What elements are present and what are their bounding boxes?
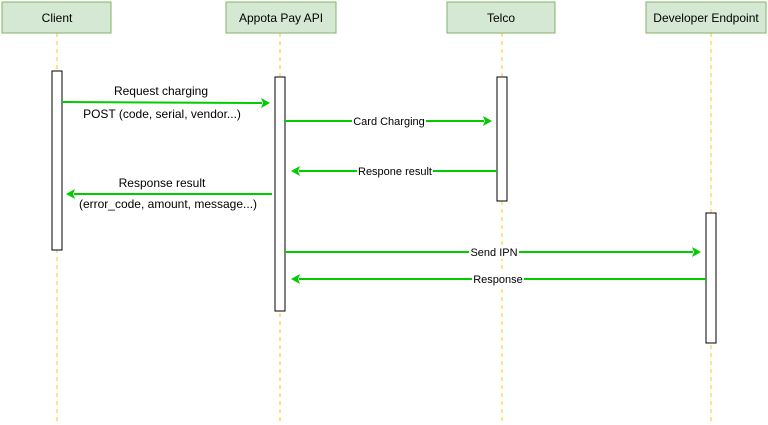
arrowhead-right-icon [692, 247, 701, 257]
message-send-ipn[interactable]: Send IPN [285, 245, 701, 259]
arrowhead-left-icon [291, 166, 300, 176]
actor-dev-label: Developer Endpoint [653, 11, 759, 25]
message-response-result[interactable]: Response result (error_code, amount, mes… [66, 176, 272, 211]
actor-client-label: Client [42, 11, 73, 25]
message-respone-result[interactable]: Respone result [291, 164, 497, 178]
actor-client[interactable]: Client [1, 1, 112, 34]
arrowhead-right-icon [261, 98, 270, 108]
actor-telco-label: Telco [487, 11, 515, 25]
message-request-charging-sublabel: POST (code, serial, vendor...) [83, 107, 241, 121]
activation-telco [496, 76, 508, 202]
arrowhead-right-icon [483, 116, 492, 126]
message-card-charging-label: Card Charging [353, 116, 425, 128]
activation-api [274, 76, 286, 312]
message-response[interactable]: Response [291, 272, 706, 286]
message-response-label: Response [473, 274, 523, 286]
activation-client [51, 70, 63, 251]
actor-dev[interactable]: Developer Endpoint [645, 1, 767, 34]
message-card-charging[interactable]: Card Charging [285, 114, 492, 128]
message-request-charging[interactable]: Request charging POST (code, serial, ven… [61, 84, 270, 121]
actor-telco[interactable]: Telco [446, 1, 556, 34]
arrowhead-left-icon [66, 189, 75, 199]
arrowhead-left-icon [291, 274, 300, 284]
message-response-result-label: Response result [119, 176, 206, 190]
message-respone-result-label: Respone result [358, 166, 432, 178]
actor-api[interactable]: Appota Pay API [225, 1, 337, 34]
activation-dev [705, 212, 717, 344]
actor-api-label: Appota Pay API [239, 11, 323, 25]
message-request-charging-label: Request charging [114, 84, 208, 98]
message-send-ipn-label: Send IPN [470, 247, 517, 259]
message-response-result-sublabel: (error_code, amount, message...) [79, 197, 257, 211]
